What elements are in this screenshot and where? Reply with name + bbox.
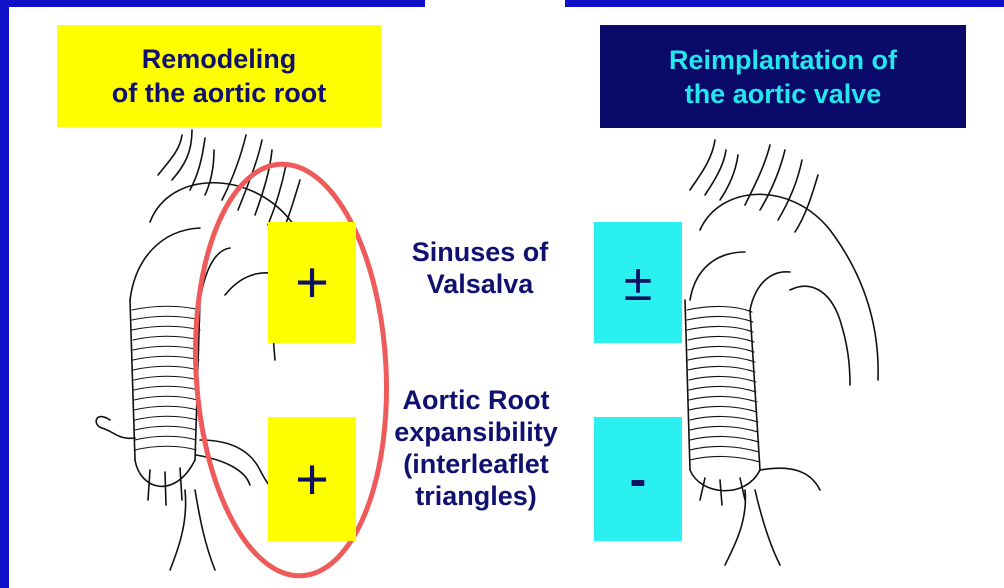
reimplantation-title-line1: Reimplantation of bbox=[669, 43, 897, 77]
reimplantation-title-line2: the aortic valve bbox=[685, 77, 882, 111]
sinuses-label-line2: Valsalva bbox=[370, 268, 590, 300]
reimplantation-title: Reimplantation of the aortic valve bbox=[600, 25, 966, 128]
expansibility-label-line3: (interleaflet bbox=[356, 448, 596, 480]
remodeling-expansibility-symbol: + bbox=[295, 446, 329, 513]
expansibility-label-line2: expansibility bbox=[356, 416, 596, 448]
reimplantation-illustration bbox=[685, 140, 878, 565]
expansibility-label-line4: triangles) bbox=[356, 480, 596, 512]
reimplantation-expansibility-symbol: - bbox=[630, 450, 647, 508]
remodeling-title: Remodeling of the aortic root bbox=[57, 25, 381, 127]
sinuses-label-line1: Sinuses of bbox=[370, 236, 590, 268]
remodeling-sinuses-symbol: + bbox=[295, 249, 329, 316]
expansibility-label: Aortic Root expansibility (interleaflet … bbox=[356, 384, 596, 512]
remodeling-title-line1: Remodeling bbox=[142, 42, 297, 76]
remodeling-title-line2: of the aortic root bbox=[112, 76, 327, 110]
expansibility-label-line1: Aortic Root bbox=[356, 384, 596, 416]
sinuses-label: Sinuses of Valsalva bbox=[370, 236, 590, 300]
reimplantation-sinuses-symbol: ± bbox=[624, 253, 653, 313]
reimplantation-expansibility-box: - bbox=[594, 417, 682, 541]
remodeling-expansibility-box: + bbox=[268, 417, 356, 541]
remodeling-sinuses-box: + bbox=[268, 222, 356, 343]
reimplantation-sinuses-box: ± bbox=[594, 222, 682, 343]
